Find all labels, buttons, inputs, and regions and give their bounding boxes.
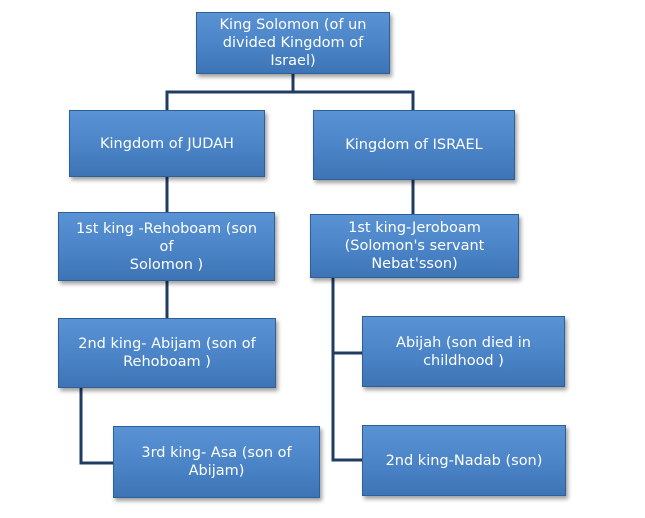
node-israel-2nd-king-nadab: 2nd king-Nadab (son) (362, 425, 566, 496)
node-kingdom-of-israel: Kingdom of ISRAEL (313, 110, 515, 180)
root-node-king-solomon: King Solomon (of un divided Kingdom of I… (196, 12, 390, 74)
connector-jeroboam-to-sons (331, 278, 362, 462)
node-israel-1st-king-jeroboam: 1st king-Jeroboam (Solomon's servant Neb… (310, 214, 519, 278)
node-judah-1st-king-rehoboam: 1st king -Rehoboam (son of Solomon ) (58, 212, 275, 281)
connector-root-to-kingdoms (165, 74, 415, 110)
node-judah-2nd-king-abijam: 2nd king- Abijam (son of Rehoboam ) (58, 318, 276, 388)
node-judah-3rd-king-asa: 3rd king- Asa (son of Abijam) (113, 426, 320, 498)
node-kingdom-of-judah: Kingdom of JUDAH (69, 110, 265, 177)
connector-abijam-to-asa (79, 388, 113, 465)
node-israel-abijah: Abijah (son died in childhood ) (362, 316, 565, 387)
